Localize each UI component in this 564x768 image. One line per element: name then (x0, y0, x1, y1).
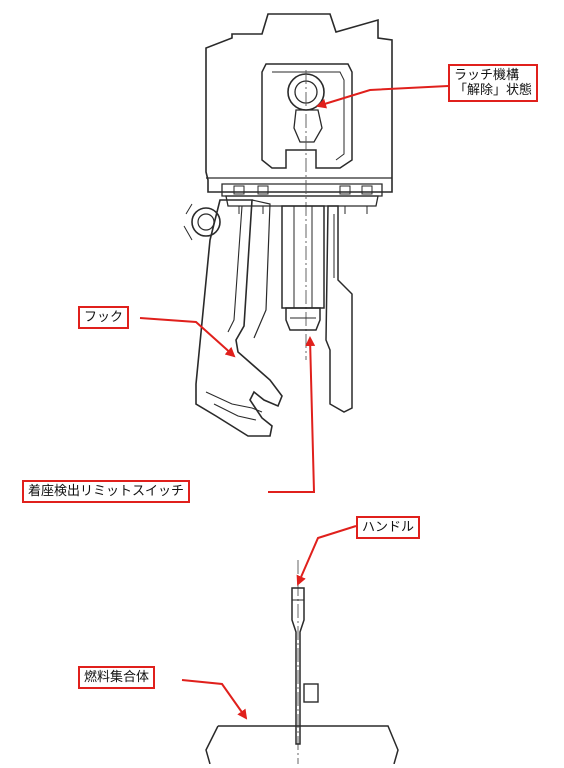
fuel-assembly-label: 燃料集合体 (78, 666, 156, 689)
limit-switch-rod (281, 205, 325, 331)
fuel-assembly-leader (181, 679, 248, 720)
latch-leader (316, 85, 449, 109)
handle-bar (291, 587, 319, 745)
latch-label-line2: 「解除」状態 (454, 83, 533, 98)
hook-arm (183, 199, 283, 437)
centerline (297, 70, 307, 764)
guide-plate (325, 205, 353, 413)
limit-switch-label: 着座検出リミットスイッチ (22, 480, 191, 503)
latch-label-line1: ラッチ機構 (454, 68, 520, 83)
callout-leaders (139, 85, 449, 720)
limit-switch-label-text: 着座検出リミットスイッチ (28, 484, 185, 499)
handle-label: ハンドル (356, 516, 421, 539)
hook-label: フック (78, 306, 130, 329)
fuel-assembly-label-text: 燃料集合体 (84, 670, 150, 685)
handle-leader (296, 525, 357, 586)
latch-mechanism-label: ラッチ機構 「解除」状態 (448, 64, 539, 102)
handle-label-text: ハンドル (362, 520, 415, 535)
hook-label-text: フック (84, 310, 124, 325)
hook-leader (139, 317, 236, 358)
limit-switch-leader (268, 336, 316, 493)
gripper-housing (205, 13, 393, 214)
fuel-assembly-top (205, 725, 399, 765)
